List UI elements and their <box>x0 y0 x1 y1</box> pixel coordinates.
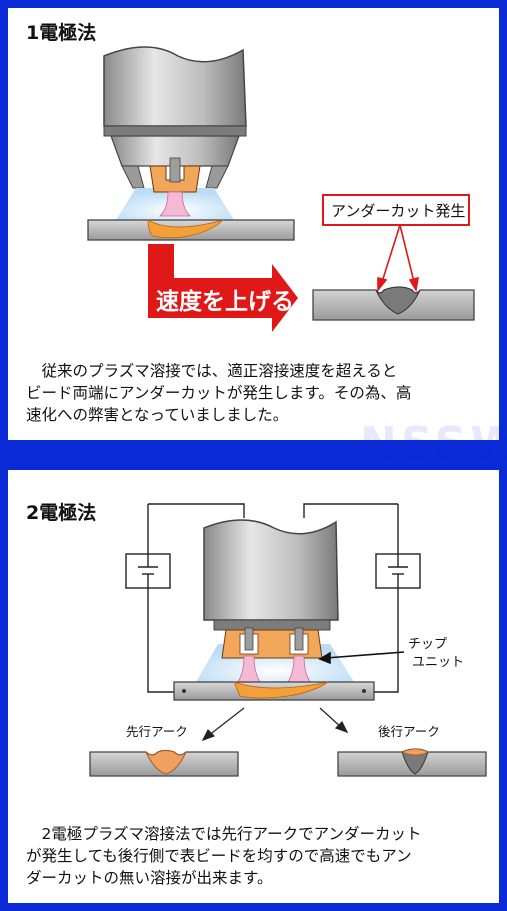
chip-unit <box>221 627 323 659</box>
description-text: 従来のプラズマ溶接では、適正溶接速度を超えると ビード両端にアンダーカットが発生… <box>26 360 488 426</box>
undercut-callout-box <box>322 194 470 226</box>
leading-arc-cross-section <box>89 749 239 777</box>
chip-label-line2: ユニット <box>412 655 464 670</box>
caption-line: 従来のプラズマ溶接では、適正溶接速度を超えると <box>26 362 398 380</box>
undercut-callout-label: アンダーカット発生 <box>331 202 465 220</box>
leading-arc-arrow <box>201 707 245 742</box>
power-circuit <box>147 503 399 693</box>
power-supply-left <box>125 553 171 589</box>
caption-line: ビード両端にアンダーカットが発生します。その為、高 <box>26 384 412 402</box>
plasma-torch <box>203 519 339 631</box>
panel-title: 2電極法 <box>26 502 97 524</box>
dual-electrode-diagram: チップ ユニット 先行アーク 後行アーク <box>89 503 487 777</box>
molten-pool <box>147 219 225 239</box>
caption-line: が発生しても後行側で表ビードを均すので高速でもアン <box>26 847 412 865</box>
caption-line: 2電極プラズマ溶接法では先行アークでアンダーカット <box>26 825 422 843</box>
trailing-arc-label: 後行アーク <box>378 724 440 739</box>
caption-line: ダーカットの無い溶接が出来ます。 <box>26 869 273 887</box>
speed-up-label: 速度を上げる <box>156 288 294 315</box>
trailing-arc-cross-section <box>337 748 487 777</box>
undercut-cross-section <box>312 286 475 321</box>
chip-unit <box>149 157 201 193</box>
watermark: NSSW <box>360 418 507 469</box>
chip-unit-pointer <box>318 651 405 665</box>
undercut-pointer-arrows <box>377 224 419 293</box>
plasma-arc <box>159 191 191 217</box>
molten-pool <box>233 681 329 699</box>
dual-electrode-panel: チップ ユニット 先行アーク 後行アーク 2電極法 2電極プラズマ溶接法では先行… <box>8 470 499 903</box>
speed-up-arrow <box>148 244 298 332</box>
power-supply-right <box>375 553 421 589</box>
description-text: 2電極プラズマ溶接法では先行アークでアンダーカット が発生しても後行側で表ビード… <box>26 823 488 889</box>
single-electrode-diagram: 速度を上げる アンダーカット発生 <box>87 46 475 332</box>
single-electrode-panel: 速度を上げる アンダーカット発生 1電極法 従来のプラズマ溶接では、適正溶接速度… <box>8 8 499 440</box>
caption-line: 速化への弊害となっていましました。 <box>26 406 289 424</box>
chip-label-line1: チップ <box>408 637 447 652</box>
leading-arc-label: 先行アーク <box>126 724 188 739</box>
trailing-arc-arrow <box>319 707 349 734</box>
panel-title: 1電極法 <box>26 22 97 44</box>
